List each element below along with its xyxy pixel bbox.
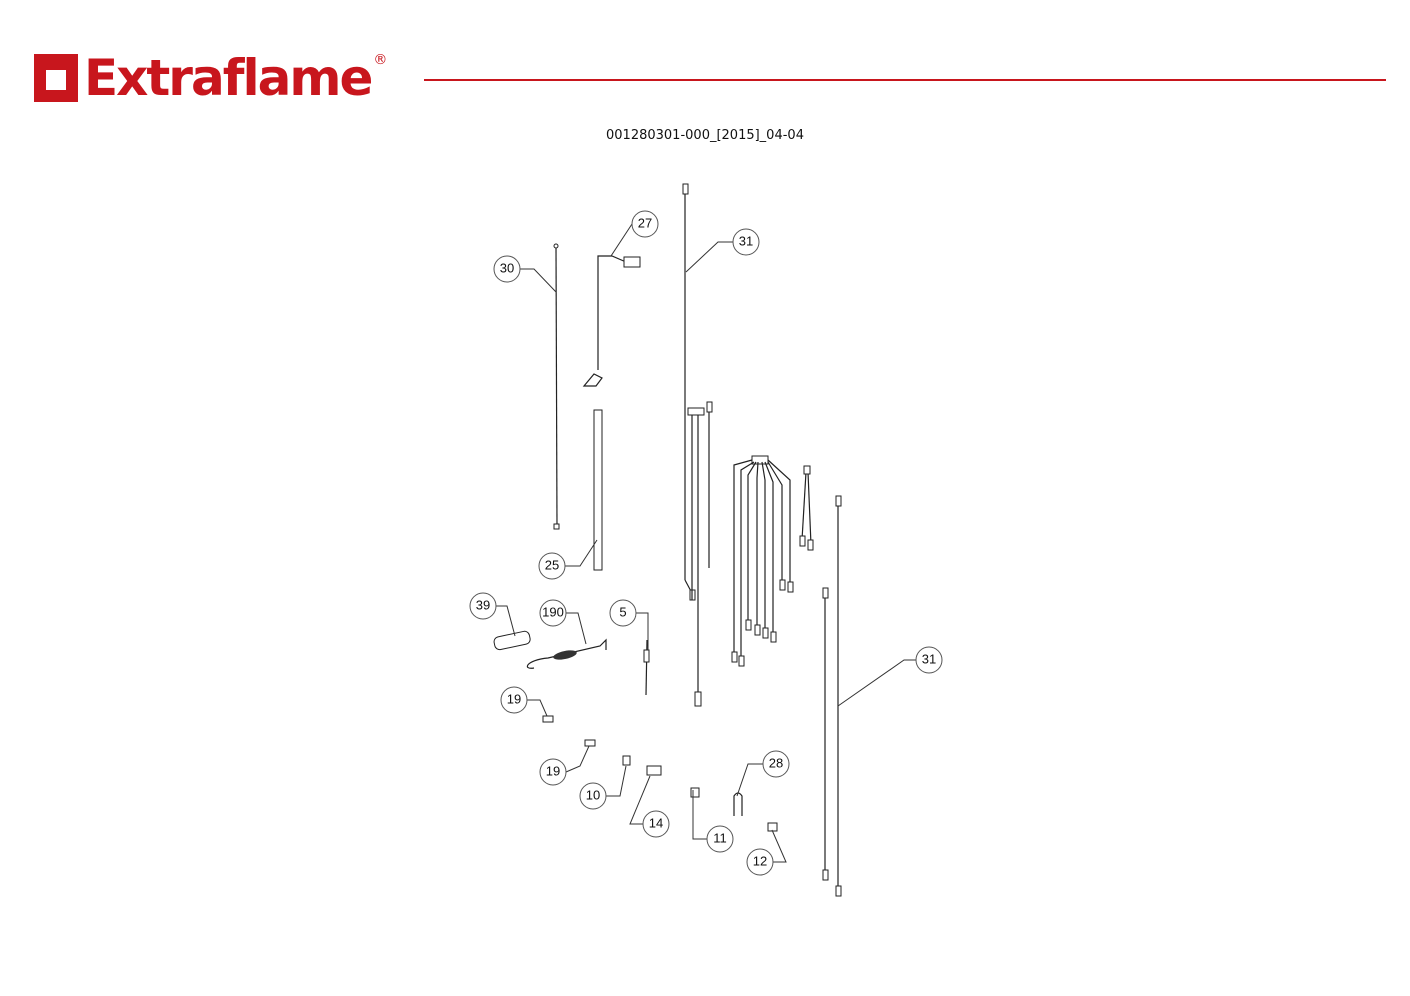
part-39-remote: [493, 630, 531, 651]
svg-text:10: 10: [586, 787, 600, 802]
callout-12: 12: [746, 848, 774, 876]
part-31-long-cable: [682, 183, 696, 601]
part-31-cables-right: [822, 495, 842, 897]
logo-mark-icon: [34, 54, 78, 102]
callout-14: 14: [642, 810, 670, 838]
part-28: [733, 792, 743, 816]
part-190-sensor: [526, 638, 607, 669]
part-25-flat-cable: [593, 409, 603, 571]
svg-text:39: 39: [476, 597, 490, 612]
callout-10: 10: [579, 782, 607, 810]
part-30-rod: [553, 243, 560, 530]
svg-text:14: 14: [649, 815, 663, 830]
callout-19-b: 19: [539, 758, 567, 786]
svg-text:30: 30: [500, 260, 514, 275]
callout-25: 25: [538, 552, 566, 580]
callout-27: 27: [631, 210, 659, 238]
callout-31-top: 31: [732, 228, 760, 256]
callout-11: 11: [706, 825, 734, 853]
extraflame-logo: Extraflame ®: [34, 50, 387, 106]
part-small-harness: [799, 465, 814, 551]
svg-text:11: 11: [713, 830, 727, 845]
svg-text:19: 19: [507, 691, 521, 706]
document-code: 001280301-000_[2015]_04-04: [606, 128, 804, 143]
svg-text:19: 19: [546, 763, 560, 778]
part-harness-b: [731, 455, 794, 667]
part-12: [767, 822, 778, 832]
registered-mark: ®: [373, 52, 388, 68]
svg-text:28: 28: [769, 755, 783, 770]
svg-text:190: 190: [542, 604, 564, 619]
svg-text:31: 31: [922, 651, 936, 666]
svg-text:25: 25: [545, 557, 559, 572]
part-19-a: [542, 715, 554, 723]
callout-28: 28: [762, 750, 790, 778]
callout-190: 190: [539, 599, 567, 627]
leader-lines: [496, 223, 916, 863]
svg-text:27: 27: [638, 215, 652, 230]
svg-text:31: 31: [739, 233, 753, 248]
part-5-probe: [643, 639, 650, 696]
callout-39: 39: [469, 592, 497, 620]
part-27-power-cable: [582, 255, 641, 387]
part-14: [646, 765, 662, 776]
svg-text:12: 12: [753, 853, 767, 868]
svg-text:5: 5: [619, 604, 626, 619]
part-10: [622, 755, 631, 766]
part-19-b: [584, 739, 596, 747]
callout-30: 30: [493, 255, 521, 283]
logo-text: Extraflame: [84, 49, 373, 107]
header-rule: [424, 79, 1386, 81]
part-harness-a: [687, 401, 713, 707]
callout-5: 5: [609, 599, 637, 627]
callout-31-right: 31: [915, 646, 943, 674]
part-11: [690, 787, 700, 798]
callout-19-a: 19: [500, 686, 528, 714]
